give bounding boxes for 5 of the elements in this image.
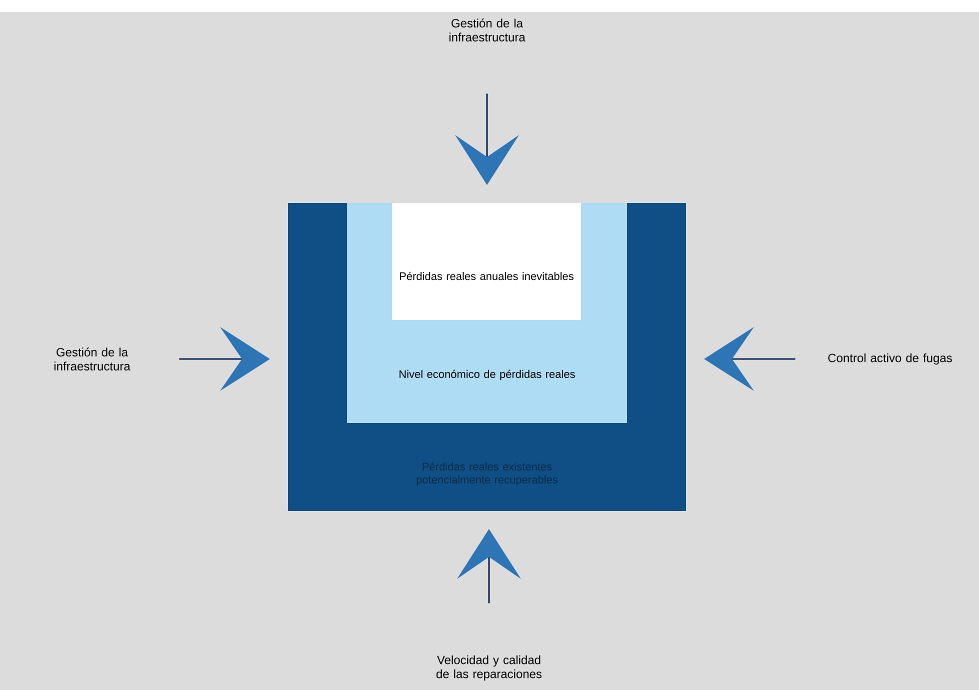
factor-label: Velocidad y calidad de las reparaciones [436, 655, 542, 681]
factor-label: Control activo de fugas [828, 353, 952, 365]
factor-label: Gestión de la infraestructura [449, 18, 526, 42]
factor-label: Gestión de la infraestructura [54, 348, 130, 370]
loss-box: Pérdidas reales anuales inevitables [392, 203, 581, 320]
